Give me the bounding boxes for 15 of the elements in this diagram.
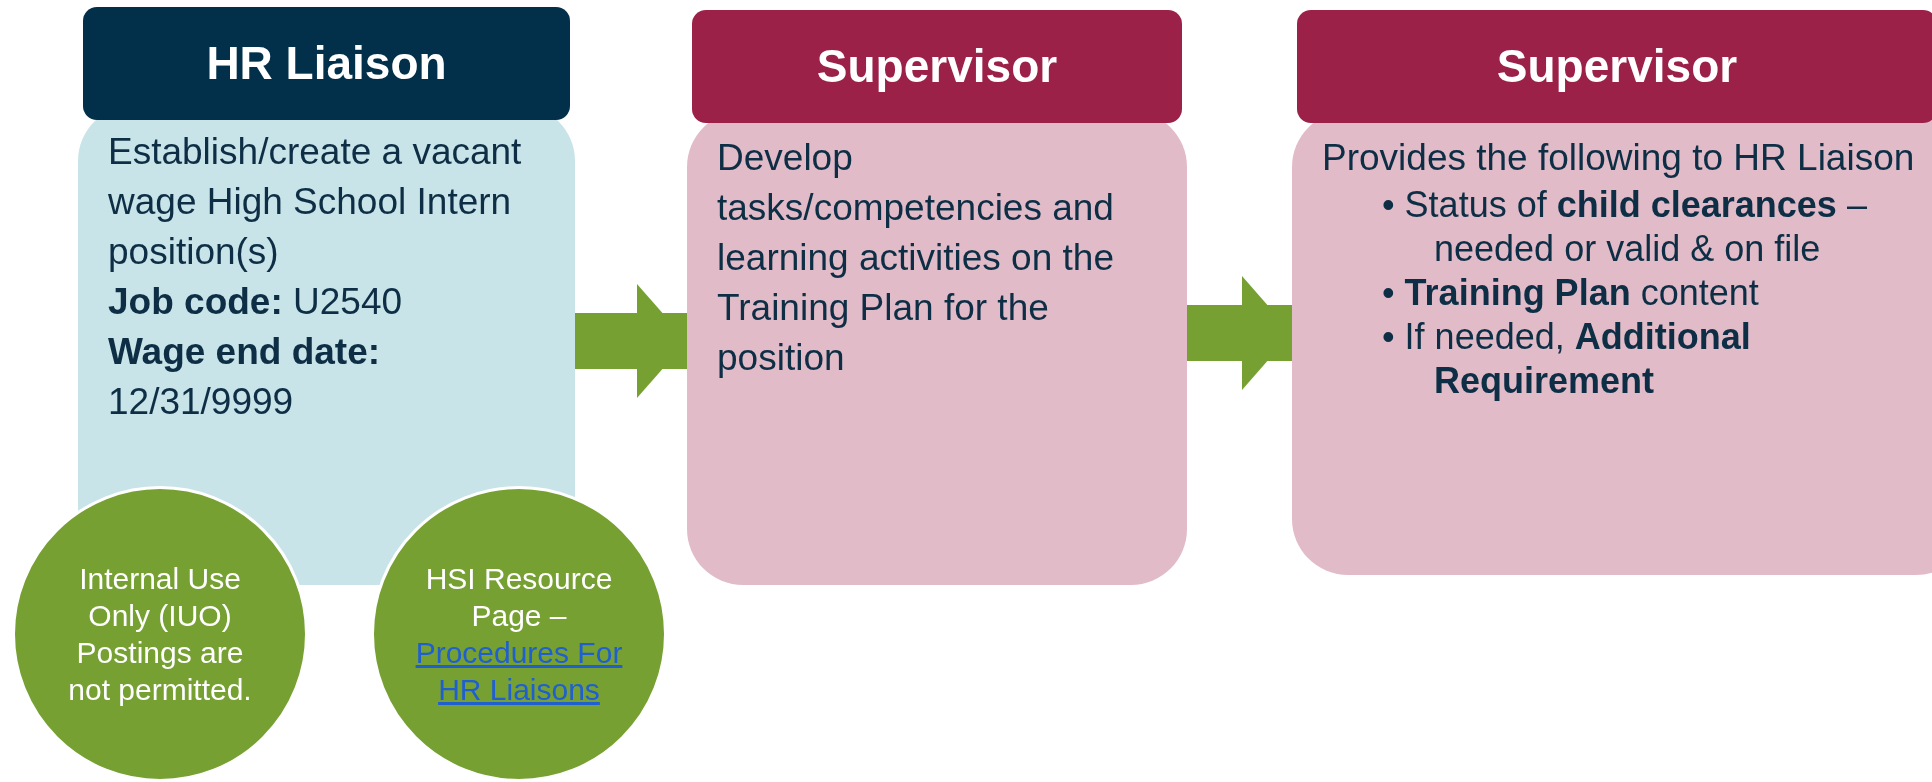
body-text: Job code: U2540 [108,280,404,324]
body-text: Wage end date: 12/31/9999 [108,330,382,424]
arrow [1187,276,1292,390]
role-header: Supervisor [692,10,1182,123]
arrow [575,284,687,398]
circle-text: Internal Use Only (IUO) Postings are not permitted. [67,561,253,708]
role-header: Supervisor [1297,10,1932,123]
bullet-item: • Training Plan content [1382,271,1760,315]
body-text: Develop tasks/competencies and learning activities on the Training Plan for the position [717,136,1115,380]
circle-text: HSI Resource Page – [424,561,614,634]
procedures-link: Procedures For HR Liaisons [414,635,624,708]
body-text: Provides the following to HR Liaison [1322,136,1916,180]
body-text: Establish/create a vacant wage High School Intern position(s) [108,130,523,274]
role-header: HR Liaison [83,7,570,120]
bullet-item: • If needed, Additional Requirement [1382,315,1752,403]
